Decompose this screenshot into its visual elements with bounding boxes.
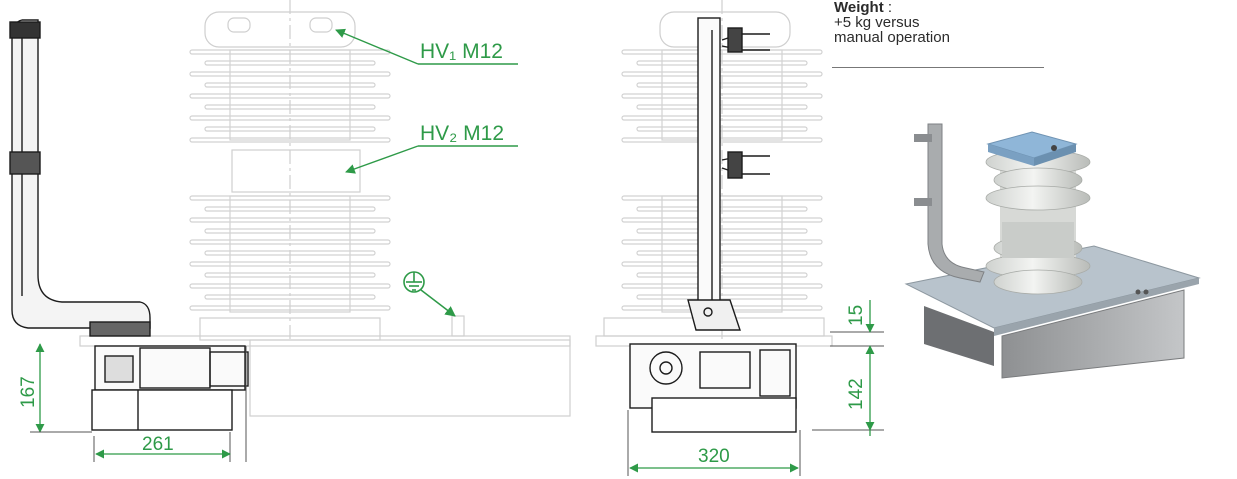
insulator-shed bbox=[621, 195, 823, 201]
product-photo bbox=[884, 96, 1229, 384]
dim-height-right bbox=[812, 300, 884, 436]
insulator-shed bbox=[189, 195, 391, 201]
hv2-callout: HV₂ M12 bbox=[345, 122, 518, 174]
photo-insulator-shed bbox=[985, 185, 1091, 211]
earth-ground-icon bbox=[403, 271, 425, 293]
dim-height-right-value: 142 bbox=[846, 378, 867, 410]
left-mechanism bbox=[9, 19, 249, 431]
dim-width-left-value: 261 bbox=[142, 434, 174, 455]
dim-width-right-value: 320 bbox=[698, 446, 730, 467]
dim-height-plate-value: 15 bbox=[846, 305, 867, 326]
right-mechanism bbox=[629, 17, 797, 433]
dim-width-right bbox=[627, 410, 801, 476]
weight-line1: +5 kg versus bbox=[834, 14, 920, 31]
left-insulator bbox=[79, 0, 571, 417]
weight-separator: : bbox=[883, 0, 893, 16]
photo-insulator-shed bbox=[993, 269, 1083, 295]
hv1-label: HV₁ M12 bbox=[420, 40, 503, 63]
weight-note: Weight : +5 kg versus manual operation bbox=[834, 0, 1049, 45]
right-insulator bbox=[595, 0, 833, 347]
note-divider bbox=[832, 67, 1044, 68]
dim-height-left bbox=[30, 343, 92, 433]
ground-pointer bbox=[420, 289, 456, 317]
hv2-label: HV₂ M12 bbox=[420, 122, 504, 145]
weight-line2: manual operation bbox=[834, 29, 950, 46]
dim-width-left bbox=[93, 346, 247, 462]
dim-height-left-value: 167 bbox=[18, 376, 39, 408]
weight-title: Weight bbox=[834, 0, 884, 16]
hv1-callout: HV₁ M12 bbox=[335, 28, 518, 65]
